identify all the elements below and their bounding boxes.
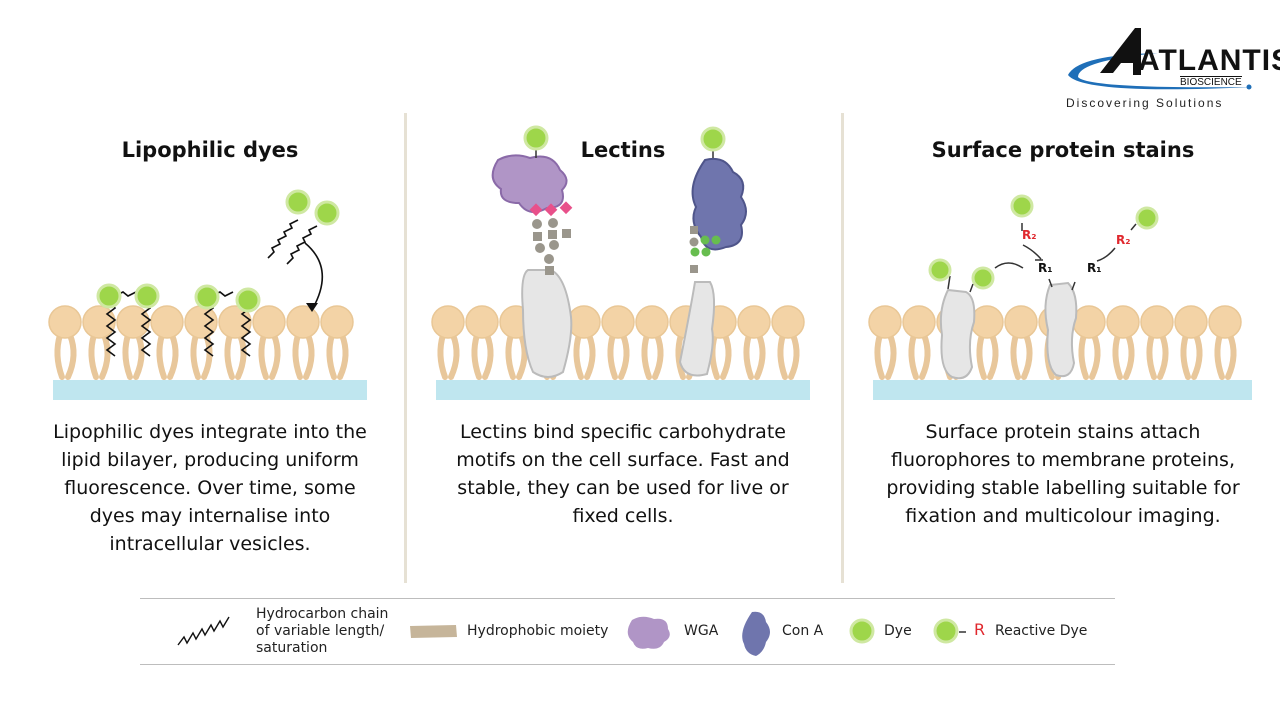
lipid-tail xyxy=(641,332,664,380)
legend-top-rule xyxy=(140,598,1115,599)
lipophilic-dye-illustration xyxy=(105,219,324,357)
lipid-tail xyxy=(258,332,281,380)
lipid-tail xyxy=(976,332,999,380)
r1-label: R₁ xyxy=(1087,261,1102,275)
cytoplasm-band xyxy=(436,380,810,400)
lipid-tail xyxy=(1146,332,1169,380)
lipid-tail xyxy=(743,332,766,380)
lipid-tail xyxy=(326,332,349,380)
lipid-head xyxy=(431,305,465,339)
lipid-head xyxy=(48,305,82,339)
lipid-tail xyxy=(505,332,528,380)
lipid-head xyxy=(465,305,499,339)
dye-icons xyxy=(96,189,340,313)
lipid-head xyxy=(286,305,320,339)
lipid-head xyxy=(868,305,902,339)
legend-hydrocarbon: Hydrocarbon chain of variable length/ sa… xyxy=(256,606,389,656)
lipid-head xyxy=(1106,305,1140,339)
legend-bottom-rule xyxy=(140,664,1115,665)
panel-title-lipophilic: Lipophilic dyes xyxy=(121,138,299,162)
r2-label: R₂ xyxy=(1116,233,1131,247)
lipid-tail xyxy=(88,332,111,380)
hydrophobic-moiety-icon xyxy=(410,625,457,638)
lipid-tail xyxy=(54,332,77,380)
cytoplasm-band xyxy=(53,380,367,400)
lipid-tail xyxy=(292,332,315,380)
dye-icon xyxy=(849,618,875,644)
wga-protein xyxy=(491,154,568,213)
lipid-tail xyxy=(1078,332,1101,380)
panel-description: Lipophilic dyes integrate into the lipid… xyxy=(53,421,367,555)
legend-dye: Dye xyxy=(884,623,912,639)
hydrocarbon-chain-icon xyxy=(177,616,230,646)
lipid-tail xyxy=(1112,332,1135,380)
reactive-dye-icon xyxy=(933,618,959,644)
lipid-head xyxy=(1174,305,1208,339)
logo-tagline: Discovering Solutions xyxy=(1066,96,1224,110)
lipid-tail xyxy=(122,332,145,380)
legend-wga: WGA xyxy=(684,623,719,639)
cytoplasm-band xyxy=(873,380,1252,400)
lipid-head xyxy=(737,305,771,339)
legend-reactive-r: R xyxy=(974,620,986,639)
lipid-head xyxy=(252,305,286,339)
r2-label: R₂ xyxy=(1022,228,1037,242)
legend-icons xyxy=(177,28,1253,656)
logo-brand: ATLANTIS xyxy=(1138,44,1280,77)
lipid-tail xyxy=(874,332,897,380)
lipid-tail xyxy=(156,332,179,380)
lipid-tail xyxy=(1214,332,1237,380)
r1-label: R₁ xyxy=(1038,261,1053,275)
logo-a xyxy=(1100,28,1141,75)
lipid-head xyxy=(1072,305,1106,339)
lipid-tail xyxy=(777,332,800,380)
divider xyxy=(841,113,844,583)
lipid-tail xyxy=(908,332,931,380)
lipid-tail xyxy=(607,332,630,380)
lipid-head xyxy=(320,305,354,339)
lipid-tail xyxy=(1010,332,1033,380)
lipid-tail xyxy=(437,332,460,380)
lipid-head xyxy=(601,305,635,339)
lipid-head xyxy=(902,305,936,339)
panel-description: Surface protein stains attach fluorophor… xyxy=(886,421,1240,527)
lipid-head xyxy=(567,305,601,339)
lipid-tail xyxy=(573,332,596,380)
lipid-head xyxy=(635,305,669,339)
divider xyxy=(404,113,407,583)
legend-reactive-dye: Reactive Dye xyxy=(995,623,1088,639)
lipid-head xyxy=(150,305,184,339)
cona-icon xyxy=(742,611,770,656)
lipid-tail xyxy=(1180,332,1203,380)
legend-hydrophobic: Hydrophobic moiety xyxy=(467,623,609,639)
lipid-head xyxy=(1208,305,1242,339)
legend-cona: Con A xyxy=(782,623,824,639)
lipid-tail xyxy=(190,332,213,380)
lipid-tail xyxy=(709,332,732,380)
lipid-tail xyxy=(471,332,494,380)
lipid-head xyxy=(116,305,150,339)
arrow-icon xyxy=(306,303,318,312)
lipid-head xyxy=(970,305,1004,339)
panel-title-surface: Surface protein stains xyxy=(931,138,1195,162)
lipid-head xyxy=(771,305,805,339)
panel-title-lectins: Lectins xyxy=(580,138,666,162)
lipid-head xyxy=(1140,305,1174,339)
lipid-head xyxy=(1004,305,1038,339)
lectin-illustration xyxy=(491,125,747,378)
panel-description: Lectins bind specific carbohydrate motif… xyxy=(456,421,790,527)
wga-icon xyxy=(627,616,670,649)
lipid-tail xyxy=(224,332,247,380)
logo-sub: BIOSCIENCE xyxy=(1180,76,1242,88)
surface-protein-illustration: R₂ R₂ R₁ R₁ xyxy=(928,194,1159,380)
cona-protein xyxy=(691,157,747,251)
